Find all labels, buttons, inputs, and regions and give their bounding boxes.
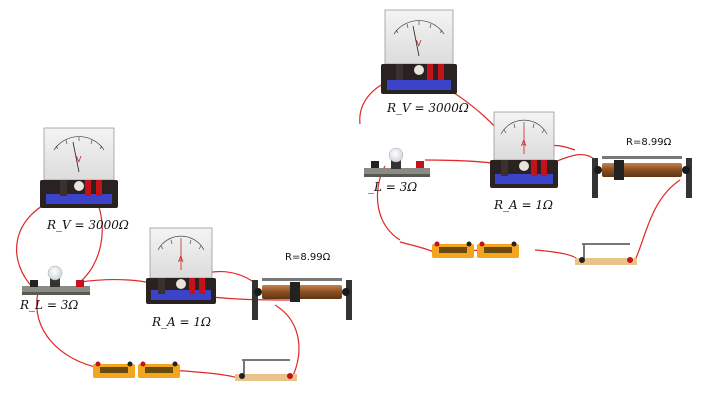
left-voltmeter-label: R_V = 3000Ω <box>46 218 129 232</box>
right-switch <box>575 243 637 265</box>
right-battery-pack <box>432 241 519 258</box>
left-lamp-label: R_L = 3Ω <box>19 298 78 312</box>
left-circuit: V A <box>15 127 352 381</box>
right-ammeter-symbol: A <box>521 139 527 148</box>
right-voltmeter: V <box>381 9 457 94</box>
right-rheostat <box>592 156 692 198</box>
left-rheostat-label: R=8.99Ω <box>285 252 331 263</box>
right-circuit: V A <box>359 9 692 265</box>
right-lamp-label: _L = 3Ω <box>368 180 417 194</box>
left-ammeter-symbol: A <box>178 255 184 264</box>
left-switch <box>235 359 297 381</box>
left-ammeter-label: R_A = 1Ω <box>151 315 211 329</box>
right-ammeter: A <box>490 111 558 188</box>
right-voltmeter-label: R_V = 3000Ω <box>386 101 469 115</box>
left-rheostat <box>252 278 352 320</box>
right-rheostat-label: R=8.99Ω <box>626 137 672 148</box>
right-ammeter-label: R_A = 1Ω <box>493 198 553 212</box>
left-voltmeter-symbol: V <box>76 155 82 164</box>
left-voltmeter: V <box>40 127 118 208</box>
right-voltmeter-symbol: V <box>416 39 422 48</box>
left-battery-pack <box>93 361 180 378</box>
right-lamp <box>364 147 430 177</box>
left-lamp <box>22 265 90 295</box>
left-ammeter: A <box>146 227 216 304</box>
